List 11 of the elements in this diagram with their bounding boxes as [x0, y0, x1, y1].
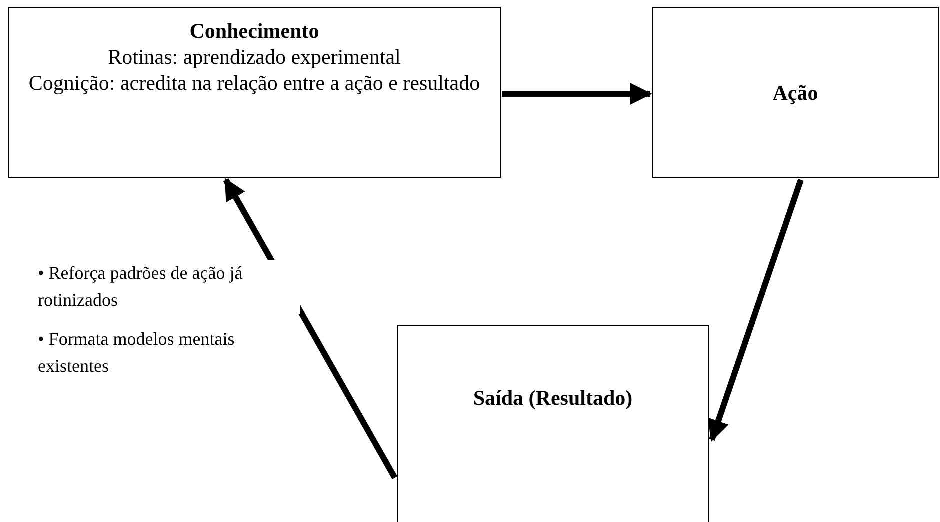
arrow	[502, 83, 652, 105]
box-heading: Ação	[772, 80, 818, 106]
process-box	[652, 7, 939, 178]
process-box	[8, 7, 501, 178]
box-heading: Conhecimento	[190, 18, 320, 44]
box-text: Cognição: acredita na relação entre a ação e resultado	[28, 70, 480, 96]
arrow	[708, 179, 804, 442]
bullet-note: • Reforça padrões de ação já rotinizados	[38, 260, 300, 314]
box-heading: Saída (Resultado)	[473, 384, 633, 410]
box-text: Rotinas: aprendizado experimental	[108, 44, 401, 70]
process-box	[397, 325, 709, 522]
